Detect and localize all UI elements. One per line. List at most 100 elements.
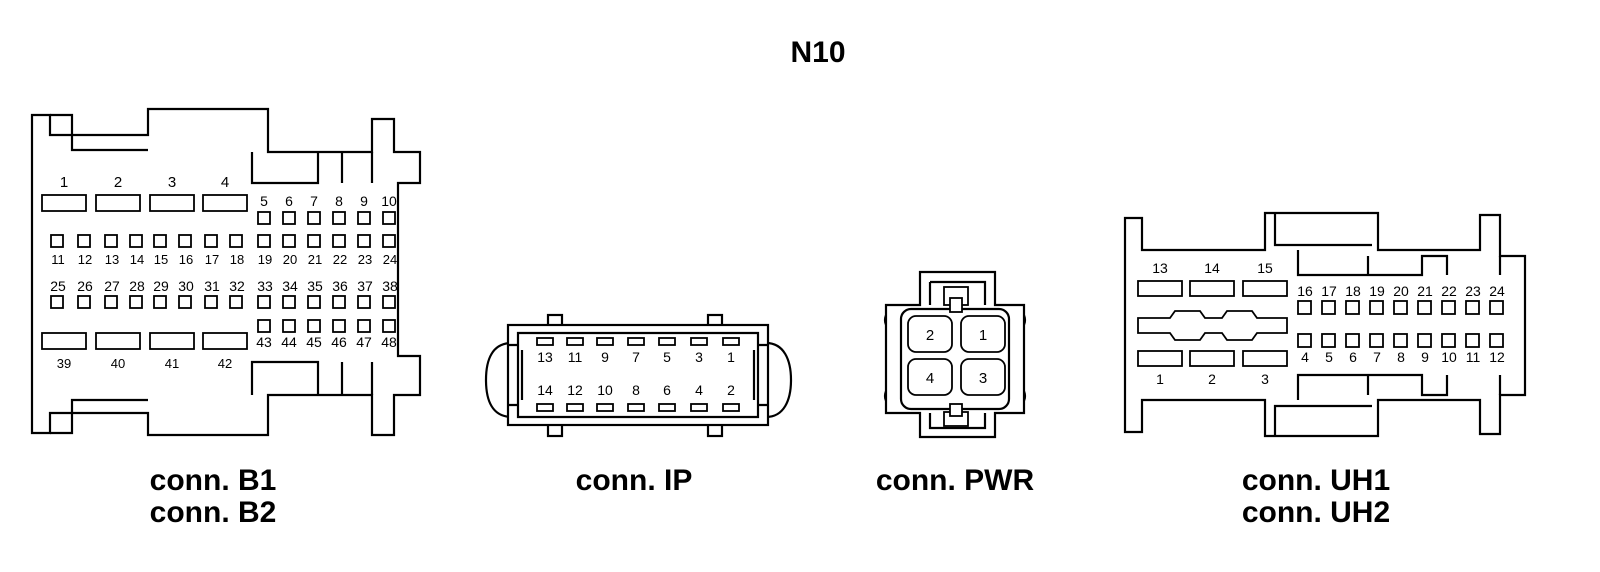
pin-cavity — [50, 295, 64, 309]
pin-label: 24 — [1489, 283, 1505, 299]
pin-cavity-large — [95, 194, 141, 212]
pin-label: 10 — [381, 193, 397, 209]
pin-cavity — [907, 358, 953, 396]
pin-cavity — [104, 295, 118, 309]
pin-cavity — [1465, 333, 1480, 348]
pin-label: 31 — [204, 278, 220, 294]
pin-cavity-large — [41, 332, 87, 350]
pin-cavity — [627, 403, 645, 412]
pin-label: 27 — [104, 278, 120, 294]
pin-label: 16 — [1297, 283, 1313, 299]
pin-cavity — [1441, 300, 1456, 315]
pin-cavity — [282, 295, 296, 309]
pin-label: 32 — [229, 278, 245, 294]
pin-cavity — [282, 234, 296, 248]
pin-label: 35 — [307, 278, 323, 294]
pin-label: 12 — [567, 382, 583, 398]
pin-label: 16 — [179, 252, 193, 267]
connector-uh-caption-2: conn. UH2 — [1242, 496, 1390, 529]
pin-cavity — [357, 295, 371, 309]
pin-label: 22 — [1441, 283, 1457, 299]
pin-label: 17 — [1321, 283, 1337, 299]
pin-label: 12 — [1489, 349, 1505, 365]
connector-b-caption-2: conn. B2 — [150, 496, 277, 529]
pin-label: 17 — [205, 252, 219, 267]
pin-cavity — [204, 234, 218, 248]
pin-cavity — [722, 337, 740, 346]
pin-label: 7 — [632, 349, 640, 365]
pin-label: 5 — [663, 349, 671, 365]
pin-cavity-large — [1189, 280, 1235, 297]
pin-cavity — [596, 403, 614, 412]
pin-cavity — [1393, 300, 1408, 315]
pin-cavity — [1345, 333, 1360, 348]
pin-cavity-large — [149, 332, 195, 350]
pin-label: 46 — [331, 334, 347, 350]
pin-label: 18 — [230, 252, 244, 267]
pin-label: 1 — [1156, 371, 1164, 387]
pin-cavity — [332, 295, 346, 309]
pin-label: 7 — [1373, 349, 1381, 365]
pin-cavity — [257, 295, 271, 309]
pin-label: 47 — [356, 334, 372, 350]
pin-cavity — [257, 234, 271, 248]
pin-label: 6 — [663, 382, 671, 398]
pin-cavity — [357, 211, 371, 225]
pin-cavity — [1321, 333, 1336, 348]
pin-label: 18 — [1345, 283, 1361, 299]
pin-cavity-large — [1137, 350, 1183, 367]
pin-cavity — [307, 319, 321, 333]
pin-label: 9 — [360, 193, 368, 209]
pin-cavity — [1489, 300, 1504, 315]
pin-label: 23 — [1465, 283, 1481, 299]
pin-cavity — [907, 315, 953, 353]
pin-label: 40 — [111, 356, 125, 371]
pin-cavity — [282, 319, 296, 333]
pin-label: 4 — [221, 174, 229, 191]
pin-cavity — [204, 295, 218, 309]
pin-label: 3 — [168, 174, 176, 191]
connector-pwr-key — [949, 403, 963, 417]
pin-cavity — [50, 234, 64, 248]
pin-label: 10 — [1441, 349, 1457, 365]
connector-pwr-key — [949, 297, 963, 313]
pin-cavity — [960, 358, 1006, 396]
pin-cavity — [1417, 333, 1432, 348]
pin-label: 11 — [1466, 349, 1481, 365]
pin-cavity-large — [202, 332, 248, 350]
pin-cavity — [627, 337, 645, 346]
pin-label: 48 — [381, 334, 397, 350]
pin-label: 25 — [50, 278, 66, 294]
pin-cavity — [566, 337, 584, 346]
pin-cavity — [1489, 333, 1504, 348]
pin-label: 22 — [333, 252, 347, 267]
pin-cavity — [658, 337, 676, 346]
pin-label: 29 — [153, 278, 169, 294]
pin-label: 19 — [258, 252, 272, 267]
pin-cavity-large — [202, 194, 248, 212]
pin-label: 13 — [105, 252, 119, 267]
pin-cavity — [332, 234, 346, 248]
pin-label: 9 — [601, 349, 609, 365]
pin-label: 15 — [154, 252, 168, 267]
pin-label: 26 — [77, 278, 93, 294]
connector-uh-center-key — [1137, 310, 1288, 341]
pin-cavity — [658, 403, 676, 412]
pin-cavity — [1369, 300, 1384, 315]
pin-label: 1 — [979, 327, 987, 344]
pin-cavity — [382, 319, 396, 333]
pin-cavity — [129, 234, 143, 248]
pin-cavity — [1417, 300, 1432, 315]
pin-cavity — [153, 295, 167, 309]
pin-cavity — [77, 234, 91, 248]
pin-cavity — [77, 295, 91, 309]
connector-uh-housing — [1123, 211, 1527, 438]
pin-label: 9 — [1421, 349, 1429, 365]
pin-label: 13 — [1152, 260, 1168, 276]
pin-label: 39 — [57, 356, 71, 371]
pin-cavity — [566, 403, 584, 412]
